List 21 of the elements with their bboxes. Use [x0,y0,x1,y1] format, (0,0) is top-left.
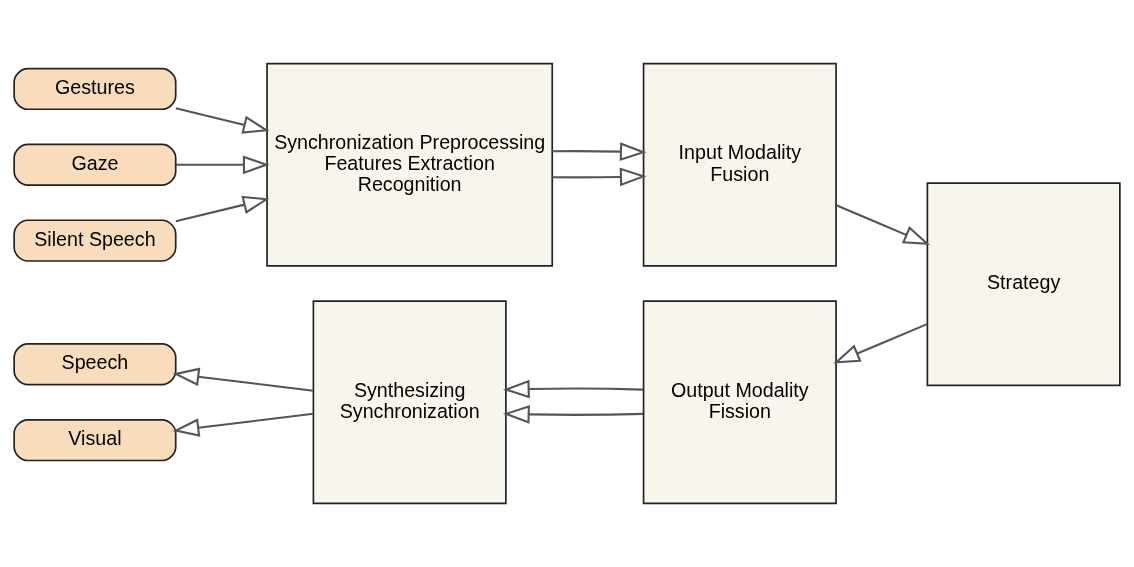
arrow [833,323,928,364]
arrow [175,107,270,134]
arrow [835,204,931,246]
arrow [172,412,314,437]
arrow [503,379,644,399]
arrow [552,142,647,161]
node-box: Visual [13,418,177,462]
arrow [172,367,314,392]
arrow [552,167,647,187]
arrow [503,405,644,424]
arrow [175,155,270,175]
node-box: Input Modality Fusion [642,62,837,267]
node-box: Output Modality Fission [642,300,837,505]
node-box: Gestures [13,67,177,111]
node-box: Synchronization Preprocessing Features Extraction Recognition [266,62,554,267]
node-box: Gaze [13,143,177,186]
node-box: Silent Speech [13,219,177,262]
arrow [175,195,270,223]
node-box: Speech [13,343,177,386]
node-box: Strategy [926,182,1121,387]
node-box: Synthesizing Synchronization [312,300,507,505]
